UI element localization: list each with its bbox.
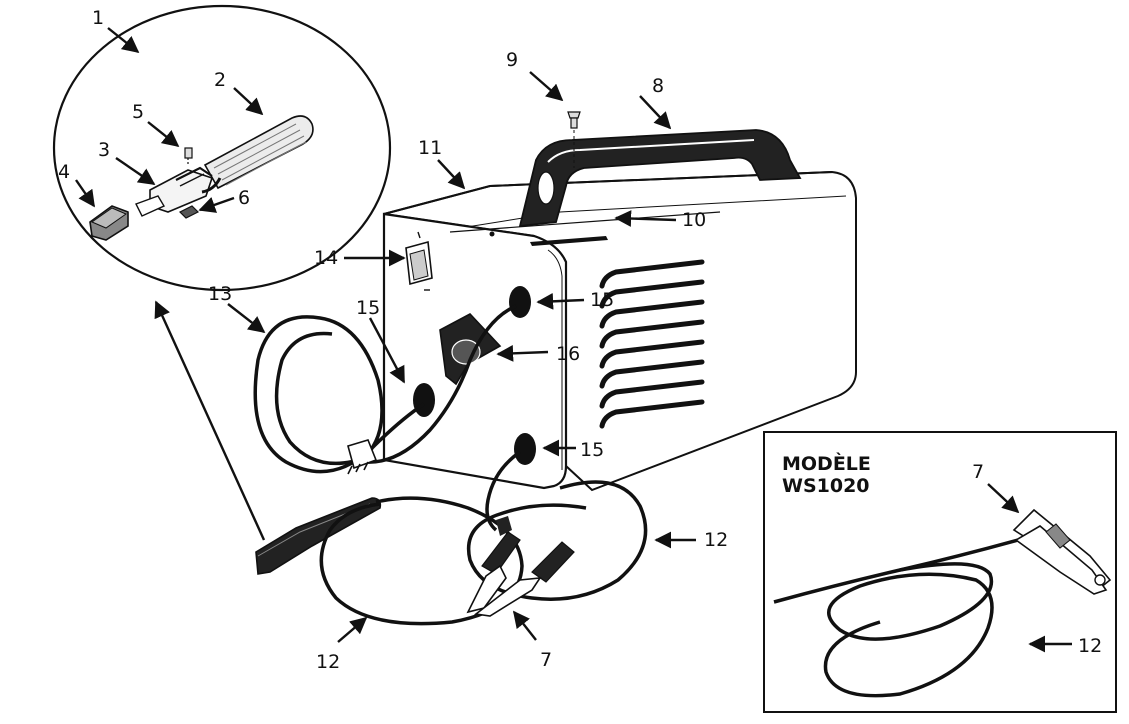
callout-15-upper-right: 15 xyxy=(590,289,614,311)
top-slot xyxy=(530,236,608,246)
inset-cable xyxy=(773,538,1019,698)
callout-7-main: 7 xyxy=(540,649,552,671)
callout-6: 6 xyxy=(238,187,250,209)
welding-cables xyxy=(319,450,648,626)
callout-12-main-right: 12 xyxy=(704,529,728,551)
callout-2: 2 xyxy=(214,69,226,91)
callout-15-left: 15 xyxy=(356,297,380,319)
callout-10: 10 xyxy=(682,209,706,231)
callout-5: 5 xyxy=(132,101,144,123)
callout-16: 16 xyxy=(556,343,580,365)
handle-screw xyxy=(567,111,581,168)
callout-8: 8 xyxy=(652,75,664,97)
callout-14: 14 xyxy=(314,247,338,269)
carry-handle xyxy=(518,129,802,228)
cable-ports xyxy=(413,286,536,465)
callout-3: 3 xyxy=(98,139,110,161)
callout-arrows xyxy=(75,27,1072,653)
inset-title-line1: MODÈLE xyxy=(782,452,871,475)
ground-clamp-inset xyxy=(1012,508,1112,595)
callout-labels: 1 2 3 4 5 6 7 7 8 9 10 11 12 12 12 13 14… xyxy=(58,7,1102,673)
callout-7-inset: 7 xyxy=(972,461,984,483)
electrode-holder-jaw xyxy=(135,166,214,217)
inset-frame xyxy=(763,431,1117,713)
port-upper-right xyxy=(509,286,531,318)
callout-1: 1 xyxy=(92,7,104,29)
inset-title-line2: WS1020 xyxy=(782,475,870,497)
exploded-view-ellipse xyxy=(52,4,392,292)
electrode-holder-handle xyxy=(203,115,314,190)
port-left xyxy=(413,383,435,417)
electrode-holder-insulator xyxy=(89,205,129,241)
power-switch xyxy=(405,231,433,291)
port-lower-right xyxy=(514,433,536,465)
callout-13: 13 xyxy=(208,283,232,305)
electrode-holder-screw xyxy=(184,147,193,166)
callout-11: 11 xyxy=(418,137,442,159)
power-plug xyxy=(347,439,378,475)
cabinet-vents xyxy=(599,259,705,429)
electrode-holder-clip xyxy=(178,205,200,219)
ground-clamp-main xyxy=(466,516,575,617)
callout-4: 4 xyxy=(58,161,70,183)
callout-15-lower-right: 15 xyxy=(580,439,604,461)
inset-ws1020: MODÈLE WS1020 xyxy=(763,431,1117,713)
electrode-holder-exploded-view xyxy=(52,4,392,292)
callout-12-inset: 12 xyxy=(1078,635,1102,657)
callout-12-main-left: 12 xyxy=(316,651,340,673)
callout-9: 9 xyxy=(506,49,518,71)
